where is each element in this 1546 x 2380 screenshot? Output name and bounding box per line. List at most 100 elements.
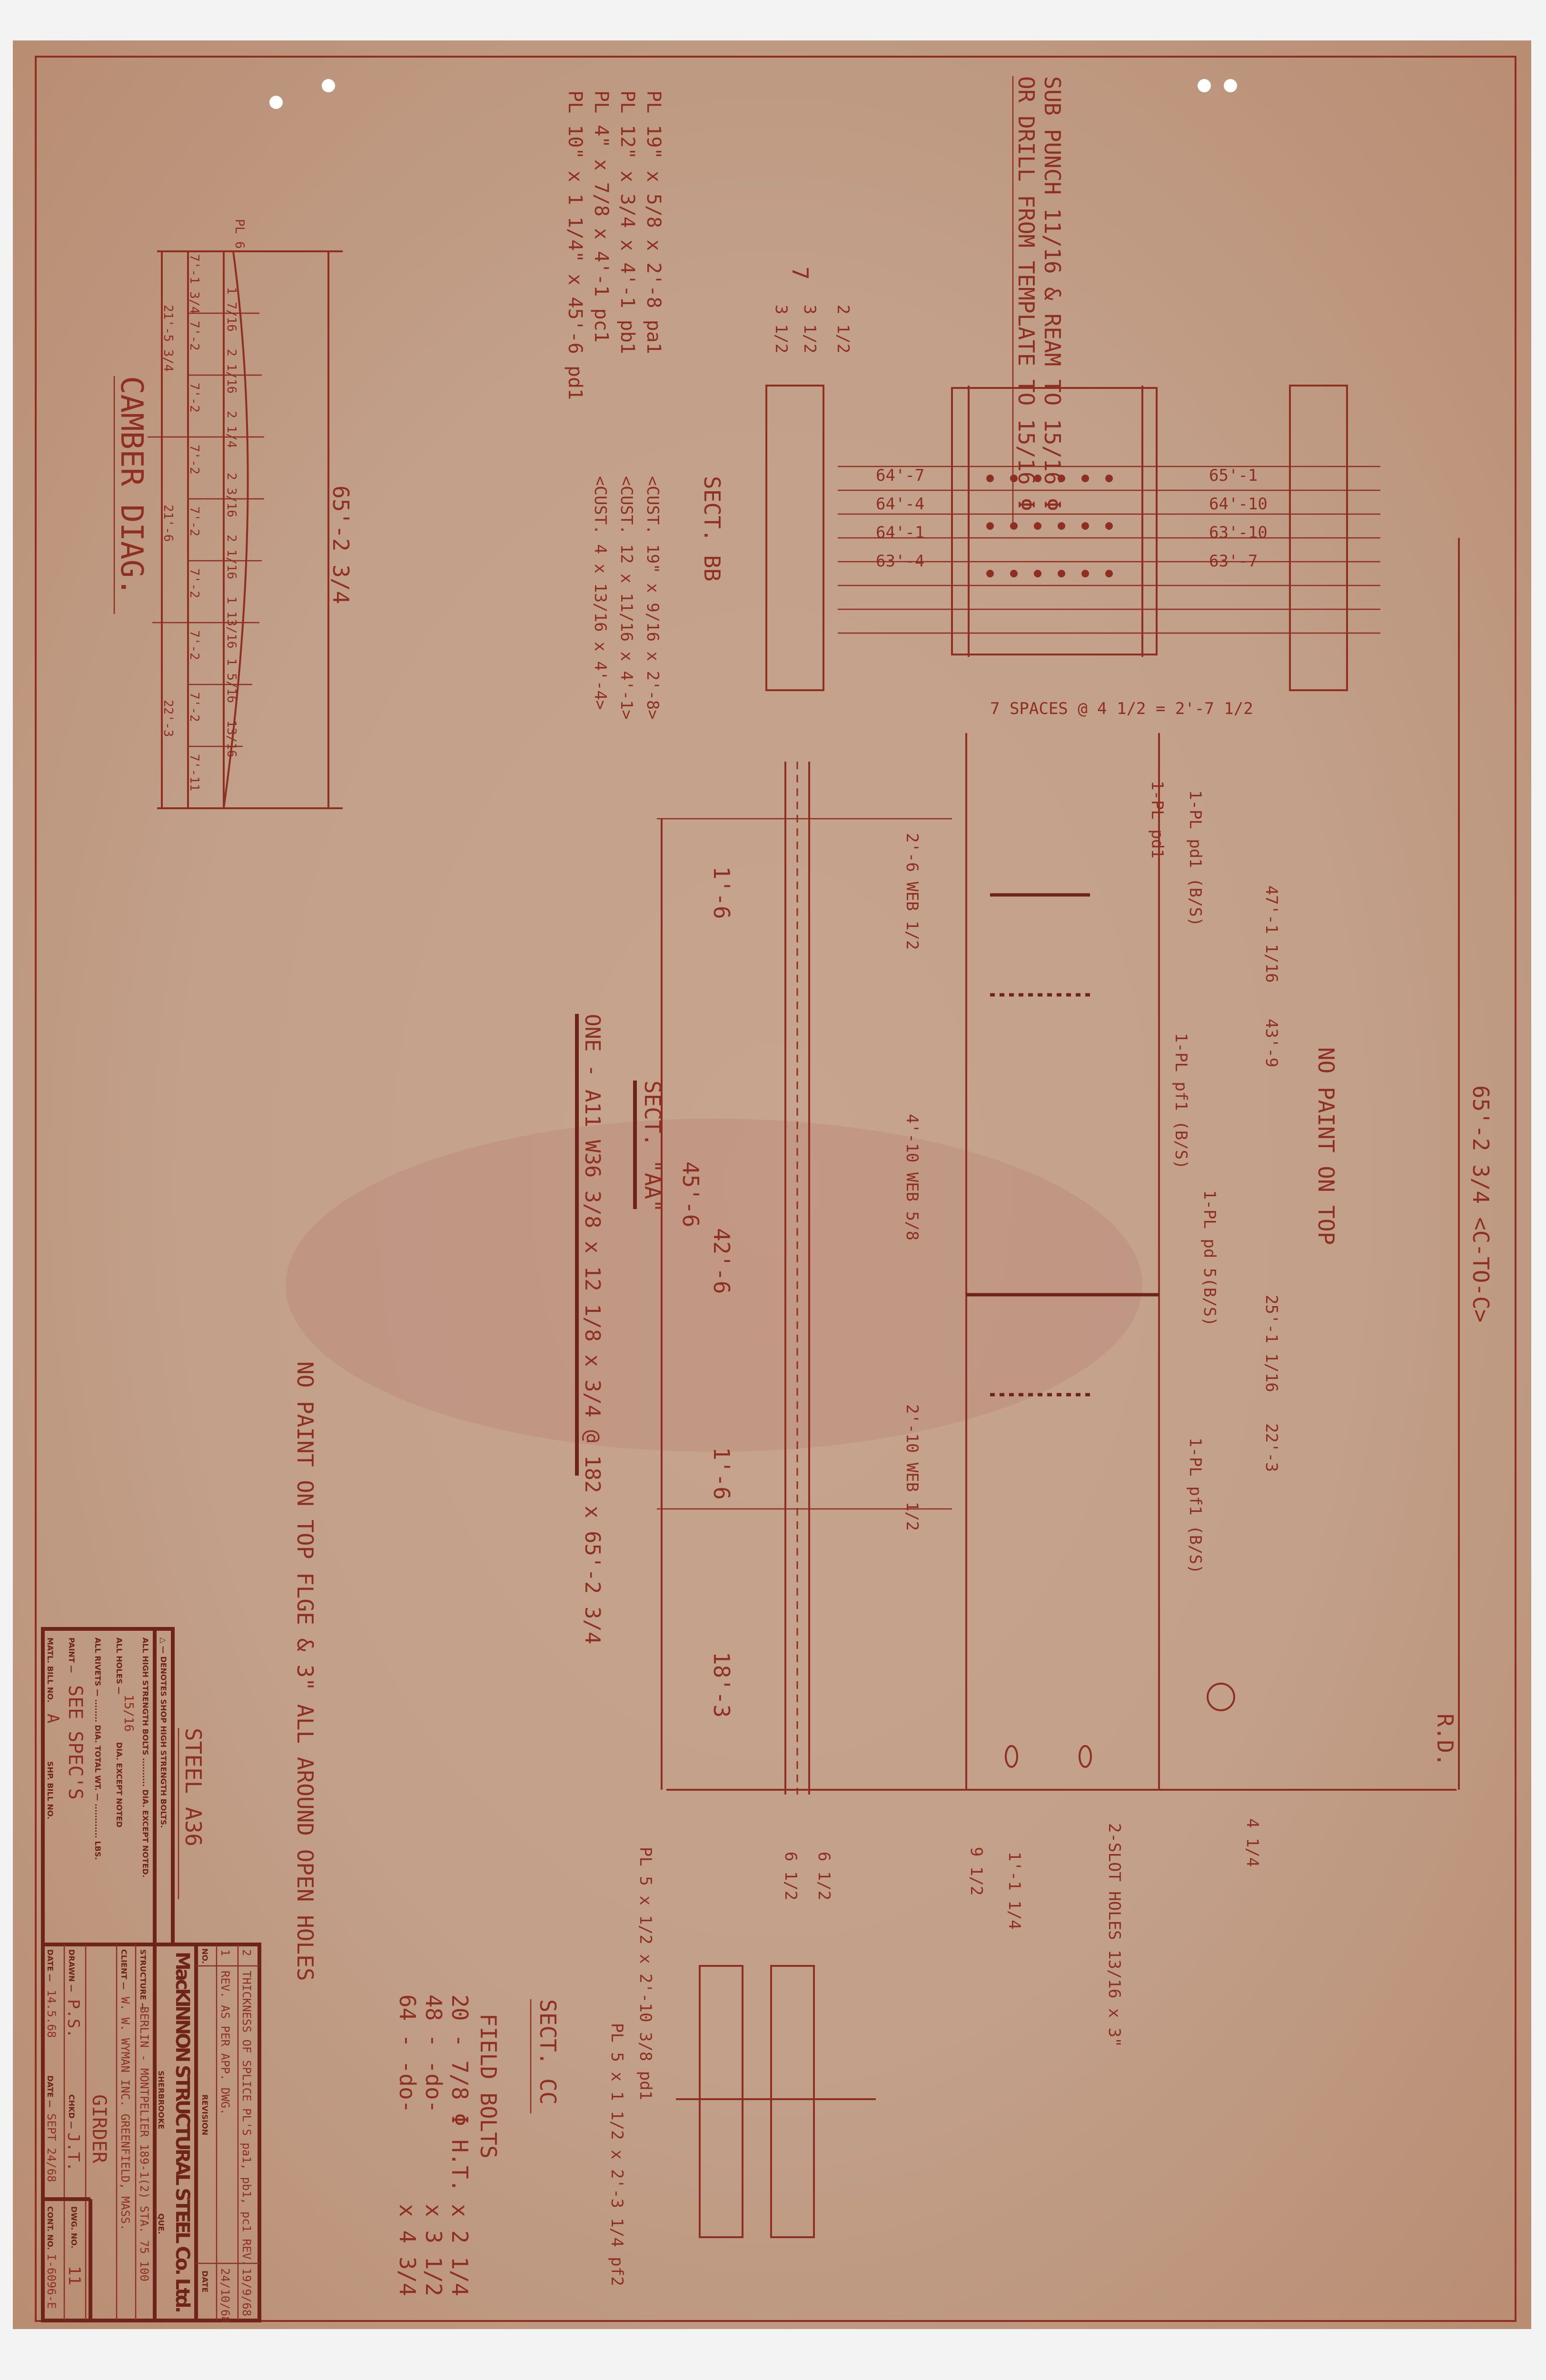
camber-ordinate: 1 7/16: [224, 287, 238, 332]
tb-client: W. W. WYMAN INC. GREENFIELD, MASS.: [119, 1997, 132, 2231]
camber-segment: 7'-2: [187, 630, 201, 660]
plate-mark: PL 5 x 1 1/2 x 2'-3 1/4 pf2: [607, 2023, 626, 2286]
splice-dim: 3 1/2: [800, 305, 819, 353]
plate-note: <CUST. 12 x 11/16 x 4'-1>: [617, 476, 636, 720]
tb-rev-text: REV. AS PER APP. DWG.: [218, 1971, 232, 2115]
dim: 22'-3: [1262, 1423, 1281, 1472]
dim: 18'-3: [709, 1652, 734, 1717]
tb-chkd-label: CHKD —: [67, 2094, 76, 2129]
field-bolt-qty: 20 - 7/8 Φ H.T.: [447, 1994, 473, 2192]
camber-segment: 7'-2: [187, 506, 201, 536]
punch-hole: [1224, 79, 1237, 92]
dim: 1'-1 1/4: [1005, 1852, 1024, 1930]
tb-rev-header-date: DATE: [200, 2271, 209, 2292]
camber-group: 21'-6: [161, 505, 175, 542]
tb-all-rivets: ALL RIVETS — ........ DIA. TOTAL WT. — .…: [93, 1637, 102, 1860]
camber-ordinate: 2 1/4: [224, 411, 238, 448]
tb-structure-label: STRUCTURE —: [139, 1949, 148, 2010]
spacing-dim: 7 SPACES @ 4 1/2 = 2'-7 1/2: [990, 699, 1253, 718]
tb-matl-label: MATL. BILL NO.: [46, 1637, 55, 1703]
drawing-sheet: SUB PUNCH 11/16 & REAM TO 15/16 Φ OR DRI…: [13, 40, 1531, 2329]
splice-dim: 7: [787, 267, 813, 280]
section-aa-label: SECT. "AA": [640, 1081, 665, 1212]
plate-mark: 1-PL pf1 (B/S): [1171, 1033, 1190, 1170]
note-line: SUB PUNCH 11/16 & REAM TO 15/16 Φ: [1040, 76, 1065, 511]
stain: [286, 1119, 1142, 1452]
plate-item: PL 19" x 5/8 x 2'-8 pa1: [643, 90, 664, 354]
tb-rev-header: REVISION: [200, 2094, 209, 2135]
note-line: OR DRILL FROM TEMPLATE TO 15/16 Φ: [1013, 76, 1039, 511]
plate-list: PL 19" x 5/8 x 2'-8 pa1 PL 12" x 3/4 x 4…: [564, 90, 664, 720]
plate-note: <CUST. 4 x 13/16 x 4'-4>: [591, 476, 610, 710]
tb-city: SHERBROOKE: [157, 2071, 166, 2129]
camber-segment: 7'-11: [187, 754, 201, 791]
camber-ordinate: 2 1/16: [224, 349, 238, 394]
tb-all-holes-suffix: DIA. EXCEPT NOTED: [115, 1742, 124, 1827]
camber-ordinate: 13/16: [224, 720, 238, 757]
splice-dim: 64'-7: [876, 466, 924, 485]
splice-detail: 65'-1 64'-10 64'-7 64'-4 64'-1 63'-10 63…: [699, 267, 1380, 718]
splice-dim: 64'-4: [876, 495, 924, 514]
paper: [13, 40, 1531, 2329]
tb-steel: STEEL A36: [180, 1728, 206, 1846]
splice-dim: 63'-10: [1209, 523, 1268, 542]
tb-rev-no: 2: [240, 1949, 253, 1956]
plate-item: PL 10" x 1 1/4" x 45'-6 pd1: [564, 90, 586, 400]
tb-client-label: CLIENT —: [119, 1949, 129, 1990]
border: [35, 56, 1516, 2322]
punch-hole: [322, 79, 335, 92]
tb-paint-label: PAINT —: [67, 1637, 76, 1673]
tb-date2-label: DATE —: [46, 2075, 55, 2108]
tb-all-holes-value: 15/16: [121, 1695, 136, 1732]
tb-date: 14.5.68: [45, 1990, 58, 2038]
field-bolt-len: x 2 1/4: [447, 2204, 473, 2296]
tb-structure: BERLIN - MONTPELIER 189-1(2) STA. 75 100: [138, 2006, 151, 2281]
section-bb-label: SECT. BB: [699, 476, 725, 582]
tb-drawn-label: DRAWN —: [67, 1949, 76, 1992]
dim: 6 1/2: [814, 1852, 833, 1900]
tb-shp-label: SHP. BILL NO.: [46, 1761, 55, 1819]
tb-all-holes-label: ALL HOLES —: [115, 1637, 124, 1695]
tb-piece: GIRDER: [88, 2094, 110, 2163]
dim: 45'-6: [678, 1161, 704, 1227]
tb-paint-value: SEE SPEC'S: [64, 1685, 86, 1800]
camber-title: CAMBER DIAG.: [114, 376, 149, 596]
no-paint-note: NO PAINT ON TOP: [1313, 1047, 1339, 1245]
overall-dim: 65'-2 3/4 <C-TO-C>: [1468, 1085, 1494, 1323]
camber-ordinate: 2 1/16: [224, 535, 238, 579]
tb-date-label: DATE —: [46, 1949, 55, 1982]
camber-ordinate: 1 13/16: [224, 596, 238, 649]
camber-end: PL 6: [232, 219, 247, 249]
punch-hole: [269, 96, 283, 109]
camber-segment: 7'-2: [187, 692, 201, 722]
splice-dim: 64'-10: [1209, 495, 1268, 514]
camber-segment: 7'-2: [187, 445, 201, 475]
splice-dim: 63'-4: [876, 552, 924, 571]
tb-rev-header-no: NO.: [200, 1948, 209, 1964]
camber-diagram: 7'-1 3/4 7'-2 7'-2 7'-2 7'-2 7'-2 7'-2 7…: [113, 219, 354, 809]
web-dim: 2'-6 WEB 1/2: [902, 833, 922, 950]
camber-ordinate: 2 3/16: [224, 473, 238, 517]
plate-mark: PL 5 x 1/2 x 2'-10 3/8 pd1: [636, 1847, 655, 2100]
dim: 42'-6: [709, 1228, 734, 1294]
splice-dim: 63'-7: [1209, 552, 1258, 571]
camber-segment: 7'-1 3/4: [187, 254, 201, 314]
tb-rev-date: 19/9/68: [240, 2268, 253, 2316]
tb-rev-no: 1: [218, 1949, 232, 1956]
tb-hs-bolts: ALL HIGH STRENGTH BOLTS .......... DIA. …: [141, 1637, 150, 1878]
paint-note: NO PAINT ON TOP FLGE & 3" ALL AROUND OPE…: [292, 1361, 318, 1981]
camber-segment: 7'-2: [187, 383, 201, 413]
tb-date2: SEPT 24/68: [45, 2113, 58, 2182]
tb-rev-text: THICKNESS OF SPLICE PL'S pa1, pb1, pc1 R…: [240, 1971, 253, 2266]
plate-mark: 1-PL pd1 (B/S): [1186, 790, 1205, 927]
plate-note: <CUST. 19" x 9/16 x 2'-8>: [643, 476, 662, 720]
dim: 9 1/2: [967, 1847, 986, 1895]
dim: 1'-6: [709, 866, 734, 919]
tb-rev-date: 24/10/68: [218, 2268, 232, 2323]
tb-cont: I-6096-E: [45, 2254, 58, 2309]
web-dim: 2'-10 WEB 1/2: [902, 1404, 922, 1531]
tb-drawn: P.S.: [64, 1999, 83, 2038]
field-bolt-len: x 4 3/4: [395, 2204, 420, 2296]
camber-group: 22'-3: [161, 700, 175, 737]
camber-ordinate: 1 5/16: [224, 658, 238, 703]
